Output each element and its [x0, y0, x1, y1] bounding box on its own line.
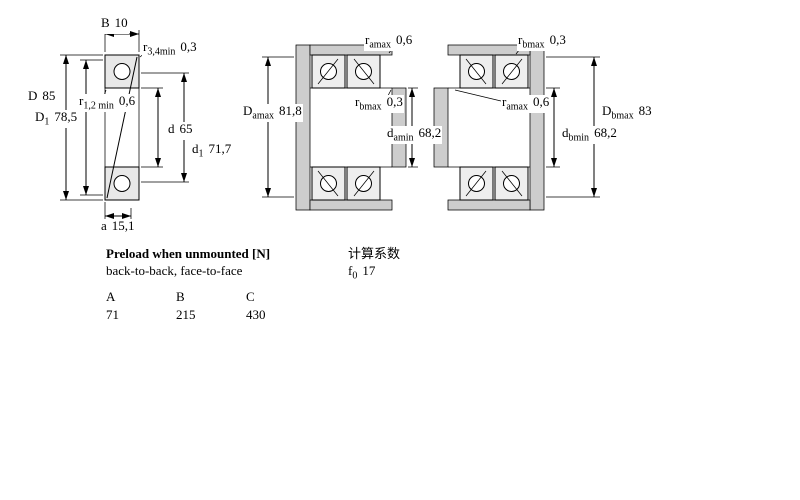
preload-col-a: A [105, 289, 117, 305]
preload-value-b: 215 [175, 307, 197, 323]
single-bearing-drawing [60, 30, 189, 222]
bearing-ball [468, 175, 485, 192]
bearing-sections [311, 54, 381, 201]
preload-col-c: C [245, 289, 256, 305]
bearing-ball [355, 175, 372, 192]
preload-title: Preload when unmounted [N] [105, 246, 272, 262]
bearing-ball [355, 63, 372, 80]
housing-shoulder [295, 44, 393, 211]
preload-value-a: 71 [105, 307, 120, 323]
bearing-ball [113, 175, 131, 192]
bearing-sections [459, 54, 529, 201]
leader-line [454, 89, 502, 102]
paired-bearing-drawing-b [433, 44, 600, 211]
preload-subtitle: back-to-back, face-to-face [105, 263, 244, 279]
preload-col-b: B [175, 289, 186, 305]
bearing-ball [468, 63, 485, 80]
calc-factors-title: 计算系数 [347, 246, 402, 262]
bearing-ball [503, 175, 520, 192]
bearing-ball [113, 63, 131, 80]
contact-angle-line [106, 56, 138, 199]
bearing-ball [503, 63, 520, 80]
preload-value-c: 430 [245, 307, 267, 323]
bearing-ball [320, 175, 337, 192]
bearing-ball [320, 63, 337, 80]
